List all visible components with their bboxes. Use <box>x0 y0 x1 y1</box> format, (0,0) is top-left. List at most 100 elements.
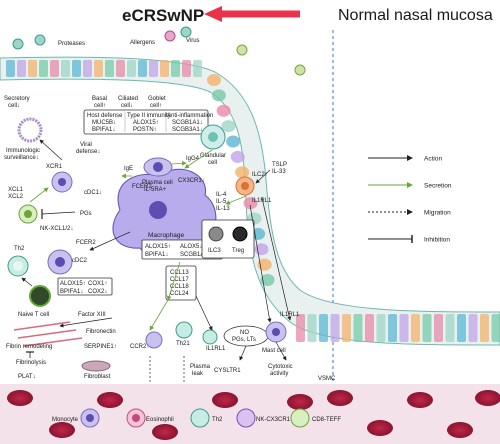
epithelial-cell <box>83 60 92 77</box>
label-mast: Mast cell <box>262 348 286 354</box>
epithelial-cell <box>221 120 236 133</box>
blood-vessel <box>287 394 313 410</box>
legend-label: Secretion <box>424 183 452 190</box>
label-virus: Virus <box>186 38 200 44</box>
label-il4: IL-4 <box>216 192 227 198</box>
il1rl1-cell <box>202 329 218 345</box>
epithelial-cell <box>411 314 420 342</box>
th2-nucleus <box>13 261 23 271</box>
label-fibronectin: Fibronectin <box>86 329 116 335</box>
label-plasma-1: Plasma cell <box>142 180 173 186</box>
epithelial-cell <box>193 60 202 77</box>
epithelial-cell <box>105 60 114 77</box>
glandular-cell-nucleus <box>208 132 218 142</box>
blood-vessel <box>407 392 433 408</box>
label-il1rl1-mid: IL1RL1 <box>206 346 226 352</box>
epithelial-cell <box>235 166 250 179</box>
epithelial-cell <box>491 314 500 342</box>
secretion-arrow <box>29 187 49 203</box>
label-cx3cr1: CX3CR1↓ <box>178 178 205 184</box>
label-tslp: TSLP <box>272 162 287 168</box>
epithelial-cell <box>160 60 169 77</box>
label-monocyte: Monocyte <box>52 417 79 423</box>
cd8-cell <box>290 408 310 428</box>
fibroblast-cell <box>81 360 111 372</box>
legend-label: Migration <box>424 210 451 217</box>
label-cytotoxic-2: activity <box>270 371 288 377</box>
protease-icon <box>34 34 46 46</box>
label-ciliated-1: Ciliated <box>118 96 138 102</box>
surveillance-cell-icon <box>17 117 43 143</box>
label-cytotoxic-1: Cytotoxic <box>268 364 293 370</box>
epithelial-cell <box>230 150 245 163</box>
chemokine-box <box>165 265 197 301</box>
label-treg: Treg <box>232 248 244 254</box>
box-anti-1: SCGB1A1↓ <box>172 120 203 126</box>
box-type2-2: POSTN↑ <box>133 127 157 133</box>
epithelial-cell <box>243 197 258 210</box>
label-cysltr1: CYSLTR1 <box>214 368 241 374</box>
epithelial-cell <box>39 60 48 77</box>
epithelial-cell <box>422 314 432 342</box>
epithelial-cell <box>61 60 70 77</box>
comparison-arrowhead <box>204 6 222 22</box>
epithelial-cell <box>182 60 191 77</box>
epithelial-cell <box>127 60 136 77</box>
label-cdc1: cDC1↓ <box>84 190 102 196</box>
nk-cx3cr1-cell <box>236 408 256 428</box>
label-ige: IgE <box>124 166 133 172</box>
monocyte-nucleus <box>86 414 94 422</box>
chemokine-4: CCL24 <box>170 291 189 297</box>
epithelial-cell <box>72 60 81 77</box>
dc-box-r1c2: COX1↑ <box>88 281 107 287</box>
allergen-icon <box>236 44 248 56</box>
label-il13: IL-13 <box>216 206 230 212</box>
epithelial-cell <box>257 258 272 271</box>
mac-box-r1c1: ALOX15↑ <box>145 244 171 250</box>
box-anti-title: Anti-inflammation <box>167 113 213 119</box>
label-immunologic-2: surveillance↓ <box>4 155 39 161</box>
blood-vessel <box>7 390 33 406</box>
blood-vessel <box>327 390 353 406</box>
label-ccr2: CCR2↑ <box>130 344 149 350</box>
label-pgs-lts: PGs, LTs <box>232 337 256 343</box>
label-basal-1: Basal <box>92 96 107 102</box>
label-th2-left: Th2 <box>14 246 25 252</box>
box-type2-1: ALOX15↑ <box>133 120 159 126</box>
epithelial-cell <box>353 314 363 342</box>
label-ciliated-2: cell↓ <box>121 103 133 109</box>
label-plasma-leak-1: Plasma <box>190 364 211 370</box>
mac-box-r2c1: BPIFA1↓ <box>145 252 168 258</box>
dc-box-r2c2: COX2↓ <box>88 289 107 295</box>
legend-label: Action <box>424 156 442 163</box>
mac-box-r1c2: ALOX5↓ <box>180 244 202 250</box>
blood-vessel <box>212 392 238 408</box>
label-eosinophil: Eosinophil <box>146 417 174 423</box>
label-th21: Th21 <box>176 341 190 347</box>
box-anti-2: SCGB3A1↓ <box>172 127 203 133</box>
dc-box-r2c1: BPIFA1↓ <box>60 289 83 295</box>
label-il33: IL-33 <box>272 169 286 175</box>
blood-vessel <box>97 392 123 408</box>
protease-icon <box>12 38 24 50</box>
label-pgs: PGs <box>80 211 92 217</box>
epithelial-cell <box>388 314 397 342</box>
epithelial-cell <box>116 60 125 77</box>
blood-vessel <box>367 420 393 436</box>
arrow <box>255 169 271 184</box>
epithelial-cell <box>171 60 180 77</box>
eosinophil-nucleus <box>132 414 140 422</box>
epithelial-cell <box>365 314 374 342</box>
label-ilc2: ILC2↑ <box>252 172 268 178</box>
epithelial-cell <box>307 314 317 342</box>
chemokine-3: CCL18 <box>170 284 189 290</box>
plasma-nucleus <box>153 162 163 172</box>
epithelial-cell <box>50 60 59 77</box>
label-viral-1: Viral <box>80 142 92 148</box>
epithelial-cell <box>260 274 275 286</box>
ilc2-nucleus <box>241 182 249 190</box>
title-normal-mucosa: Normal nasal mucosa <box>338 7 493 24</box>
